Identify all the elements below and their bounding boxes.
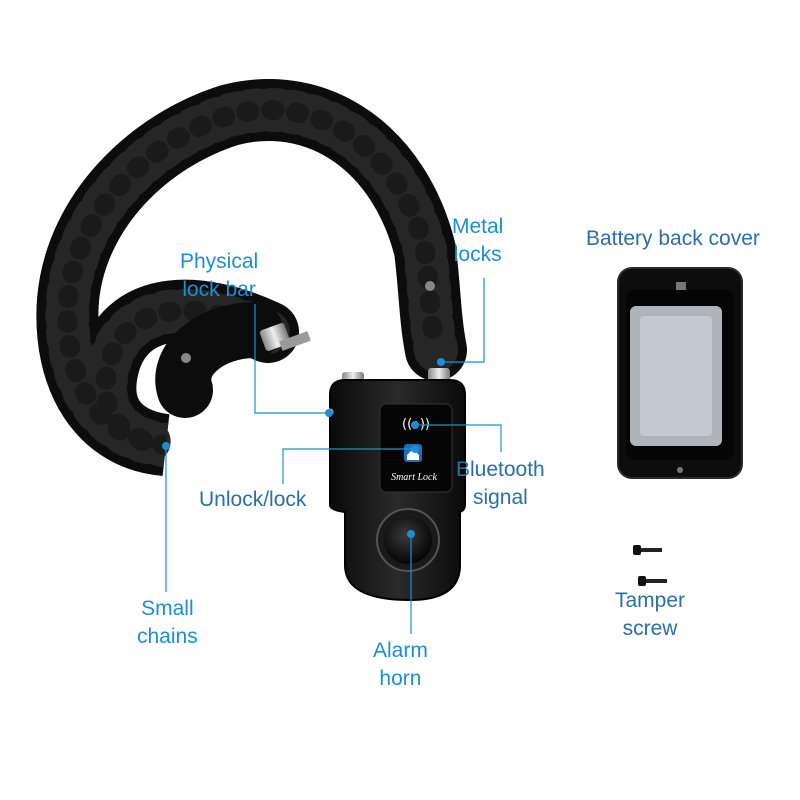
- tamper-screws: [633, 545, 667, 586]
- lock-body: ((•)) Smart Lock: [326, 368, 466, 602]
- callout-lines: [162, 278, 502, 634]
- label-unlock-lock: Unlock/lock: [199, 488, 307, 511]
- label-small-chains: Small chains: [137, 597, 198, 648]
- label-bluetooth-signal: Bluetooth signal: [456, 458, 545, 509]
- smart-lock-face-text: Smart Lock: [391, 472, 437, 483]
- battery-back-cover: [617, 267, 743, 479]
- chain-sleeve: [36, 79, 467, 476]
- label-metal-locks: Metal locks: [452, 215, 504, 266]
- lock-bar-bolt: [259, 323, 311, 351]
- label-battery-back-cover: Battery back cover: [586, 227, 760, 250]
- label-tamper-screw: Tamper screw: [615, 589, 686, 640]
- label-alarm-horn: Alarm horn: [373, 639, 428, 690]
- label-physical-lock-bar: Physical lock bar: [180, 250, 259, 301]
